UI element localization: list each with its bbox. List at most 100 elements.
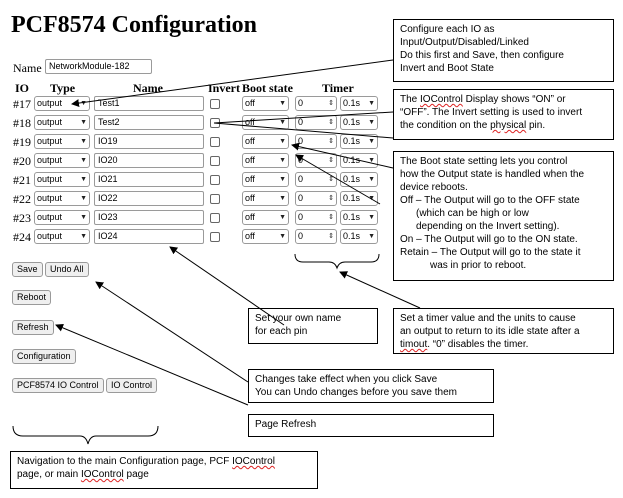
invert-checkbox[interactable] <box>210 137 220 147</box>
name-input[interactable]: IO20 <box>94 153 204 168</box>
chevron-down-icon: ▼ <box>80 233 87 240</box>
timer-unit-select[interactable]: 0.1s ▼ <box>340 210 378 225</box>
timer-value-input[interactable]: 0⇕ <box>295 191 337 206</box>
module-name-label: Name <box>13 61 42 75</box>
invert-checkbox[interactable] <box>210 194 220 204</box>
boot-state-select[interactable]: off▼ <box>242 134 289 149</box>
note-timer: Set a timer value and the units to cause… <box>393 308 614 354</box>
name-input[interactable]: IO24 <box>94 229 204 244</box>
header-name: Name <box>133 81 163 95</box>
note-navigation: Navigation to the main Configuration pag… <box>10 451 318 489</box>
chevron-down-icon: ▼ <box>368 233 375 240</box>
chevron-down-icon: ▼ <box>279 233 286 240</box>
note-line: device reboots. <box>400 182 468 193</box>
io-number: #23 <box>13 211 31 225</box>
chevron-down-icon: ▼ <box>368 157 375 164</box>
timer-value-input[interactable]: 0⇕ <box>295 96 337 111</box>
chevron-down-icon: ▼ <box>80 176 87 183</box>
note-line: depending on the Invert setting). <box>416 221 560 232</box>
header-io: IO <box>15 81 30 95</box>
note-line: Retain – The Output will go to the state… <box>400 247 581 258</box>
timer-unit-value: 0.1s <box>343 212 361 222</box>
timer-unit-select[interactable]: 0.1s▼ <box>340 172 378 187</box>
pcf8574-io-control-button[interactable]: PCF8574 IO Control <box>12 378 104 393</box>
timer-unit-value: 0.1s <box>343 174 361 184</box>
undo-all-button[interactable]: Undo All <box>45 262 89 277</box>
timer-value: 0 <box>298 98 304 108</box>
io-number: #18 <box>13 116 31 130</box>
boot-state-select[interactable]: off▼ <box>242 210 289 225</box>
chevron-down-icon: ▼ <box>279 157 286 164</box>
io-control-button[interactable]: IO Control <box>106 378 158 393</box>
timer-value-input[interactable]: 0⇕ <box>295 115 337 130</box>
chevron-down-icon: ▼ <box>279 138 286 145</box>
timer-unit-value: 0.1s <box>343 136 361 146</box>
type-select[interactable]: output ▼ <box>34 172 90 187</box>
note-boot-state: The Boot state setting lets you control … <box>393 151 614 281</box>
header-timer: Timer <box>322 81 354 95</box>
save-button[interactable]: Save <box>12 262 43 277</box>
arrow-configure-to-type <box>71 59 394 108</box>
chevron-down-icon: ▼ <box>279 100 286 107</box>
stepper-icon: ⇕ <box>328 233 334 240</box>
invert-checkbox[interactable] <box>210 232 220 242</box>
type-select[interactable]: output▼ <box>34 210 90 225</box>
stepper-icon: ⇕ <box>328 138 334 145</box>
boot-state-select[interactable]: off▼ <box>242 172 289 187</box>
note-line: timout. “0” disables the timer. <box>400 339 529 350</box>
line-iocontrol-to-invert <box>213 111 394 124</box>
name-input[interactable]: Test1 <box>94 96 204 111</box>
boot-state-select[interactable]: off▼ <box>242 229 289 244</box>
invert-checkbox[interactable] <box>210 213 220 223</box>
reboot-button[interactable]: Reboot <box>12 290 52 305</box>
module-name-input[interactable]: NetworkModule-182 <box>45 59 152 74</box>
name-input[interactable]: Test2 <box>94 115 204 130</box>
timer-value-input[interactable]: 0⇕ <box>295 210 337 225</box>
boot-state-value: off <box>245 212 255 222</box>
timer-unit-value: 0.1s <box>343 231 361 241</box>
type-select-value: output <box>37 117 63 127</box>
io-number: #20 <box>13 154 31 168</box>
note-line: for each pin <box>255 326 308 337</box>
type-select[interactable]: output▼ <box>34 134 90 149</box>
timer-value: 0 <box>298 117 304 127</box>
timer-value-input[interactable]: 0⇕ <box>295 172 337 187</box>
type-select[interactable]: output▼ <box>34 153 90 168</box>
note-line: Configure each IO as <box>400 24 495 35</box>
refresh-button[interactable]: Refresh <box>12 320 54 335</box>
timer-unit-select[interactable]: 0.1s▼ <box>340 115 378 130</box>
note-line: was in prior to reboot. <box>430 260 527 271</box>
boot-state-select[interactable]: off▼ <box>242 153 289 168</box>
type-select[interactable]: output▼ <box>34 191 90 206</box>
timer-value-input[interactable]: 0⇕ <box>295 134 337 149</box>
boot-state-value: off <box>245 174 255 184</box>
type-select[interactable]: output▼ <box>34 115 90 130</box>
arrow-boot-to-state-2 <box>295 154 381 205</box>
invert-checkbox[interactable] <box>210 175 220 185</box>
name-input[interactable]: IO21 <box>94 172 204 187</box>
note-line: Page Refresh <box>255 419 317 430</box>
timer-value: 0 <box>298 212 304 222</box>
note-line: You can Undo changes before you save the… <box>255 387 457 398</box>
timer-unit-select[interactable]: 0.1s▼ <box>340 96 378 111</box>
io-number: #24 <box>13 230 31 244</box>
boot-state-value: off <box>245 117 255 127</box>
timer-unit-select[interactable]: 0.1s ▼ <box>340 229 378 244</box>
invert-checkbox[interactable] <box>210 156 220 166</box>
boot-state-select[interactable]: off▼ <box>242 191 289 206</box>
timer-unit-select[interactable]: 0.1s▼ <box>340 134 378 149</box>
configuration-button[interactable]: Configuration <box>12 349 76 364</box>
type-select-value: output <box>37 174 63 184</box>
chevron-down-icon: ▼ <box>368 100 375 107</box>
io-number: #21 <box>13 173 31 187</box>
note-line: how the Output state is handled when the <box>400 169 585 180</box>
name-input[interactable]: IO22 <box>94 191 204 206</box>
invert-checkbox[interactable] <box>210 99 220 109</box>
type-select[interactable]: output▼ <box>34 229 90 244</box>
chevron-down-icon: ▼ <box>368 214 375 221</box>
name-input[interactable]: IO23 <box>94 210 204 225</box>
chevron-down-icon: ▼ <box>80 195 87 202</box>
timer-value-input[interactable]: 0⇕ <box>295 229 337 244</box>
name-input[interactable]: IO19 <box>94 134 204 149</box>
boot-state-select[interactable]: off▼ <box>242 96 289 111</box>
